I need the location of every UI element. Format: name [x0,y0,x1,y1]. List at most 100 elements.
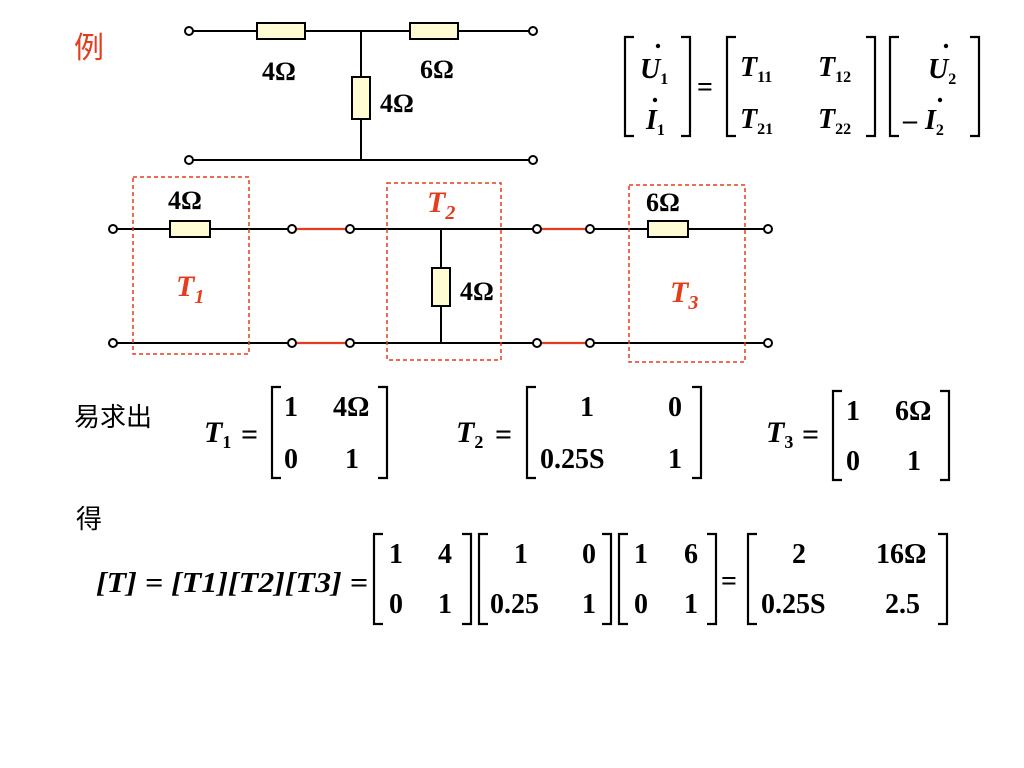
svg-text:U1: U1 [640,54,668,88]
m1-a: 1 [389,539,403,570]
m1-d: 1 [438,589,452,620]
terminal [528,155,538,165]
t2-a: 1 [580,392,594,423]
terminal [108,338,118,348]
def-i2: I [924,105,937,136]
t3-d: 1 [907,446,921,477]
label-r-shunt: 4Ω [380,89,414,118]
t3-name: T [766,416,786,449]
final-a: 2 [792,539,806,570]
svg-text:T2: T2 [456,416,483,452]
t3-c: 0 [846,446,860,477]
label-r-left: 4Ω [262,57,296,86]
matrix-t1: T1 = 1 4Ω 0 1 [204,385,389,480]
resistor-top-left [256,22,306,40]
t1-b: 4Ω [333,392,369,423]
label-t3-sub: 3 [687,292,698,314]
svg-text:I1: I1 [645,105,665,139]
t3-b: 6Ω [895,396,931,427]
def-u1-sub: 1 [660,71,668,88]
t2-sub: 2 [474,432,483,452]
final-d: 2.5 [885,589,920,620]
resistor-top-right [409,22,459,40]
box-t1 [132,176,250,355]
m1-c: 0 [389,589,403,620]
t3-a: 1 [846,396,860,427]
terminal [108,224,118,234]
def-i1-sub: 1 [657,122,665,139]
t1-eq: = [241,418,258,451]
terminal [532,224,542,234]
terminal [345,224,355,234]
def-t12-sub: 12 [835,69,851,86]
final-c: 0.25S [761,589,826,620]
dot-i2 [937,97,943,103]
resistor-t2-shunt [431,267,451,307]
result-brackets [372,532,949,626]
svg-text:–I2: –I2 [902,105,944,139]
m2-a: 1 [514,539,528,570]
def-t11: T [740,52,759,83]
t1-a: 1 [284,392,298,423]
svg-text:T3: T3 [766,416,793,452]
cascade-terminals [108,224,773,348]
def-t21: T [740,104,759,135]
top-terminals [184,26,538,165]
easy-find-label: 易求出 [74,403,152,433]
dot-u2 [943,43,949,49]
label-t1: T [176,270,196,303]
t2-c: 0.25S [540,444,605,475]
t2-b: 0 [668,392,682,423]
terminal [763,224,773,234]
terminal [763,338,773,348]
terminal [585,224,595,234]
example-label: 例 [74,31,104,66]
svg-text:T12: T12 [818,52,851,86]
dot-u1 [655,43,661,49]
label-t2: T [427,186,447,219]
terminal [532,338,542,348]
svg-text:T1: T1 [176,270,204,308]
svg-text:T3: T3 [670,276,698,314]
label-r-right: 6Ω [420,55,454,84]
terminal [585,338,595,348]
get-label: 得 [76,505,102,535]
resistor-t1 [169,220,211,238]
m3-a: 1 [634,539,648,570]
label-t2-res: 4Ω [460,277,494,306]
matrix-t2: T2 = 1 0 0.25S 1 [456,385,703,480]
resistor-top-shunt [351,76,371,120]
def-u2: U [928,54,950,85]
t3-eq: = [802,418,819,451]
t3-sub: 3 [784,432,793,452]
def-t22: T [818,104,837,135]
cascade-links [295,227,588,345]
result-lhs: [T] = [T1][T2][T3] = [96,568,368,599]
label-t2-sub: 2 [444,202,455,224]
t2-name: T [456,416,476,449]
terminal [528,26,538,36]
svg-text:U2: U2 [928,54,956,88]
svg-text:T1: T1 [204,416,231,452]
label-t1-res: 4Ω [168,186,202,215]
svg-text:T2: T2 [427,186,455,224]
box-t3 [628,184,746,363]
m2-c: 0.25 [490,589,539,620]
svg-text:T11: T11 [740,52,772,86]
t1-d: 1 [345,444,359,475]
def-t11-sub: 11 [757,69,772,86]
definition-equation: U1 I1 = T11 T12 T21 T22 U2 –I2 [623,35,981,139]
def-i1: I [645,105,658,136]
def-minus: – [902,105,918,136]
label-t3-res: 6Ω [646,188,680,217]
def-t21-sub: 21 [757,121,773,138]
svg-text:T21: T21 [740,104,773,138]
def-t12: T [818,52,837,83]
m2-d: 1 [582,589,596,620]
m3-c: 0 [634,589,648,620]
terminal [184,155,194,165]
label-t1-sub: 1 [194,286,204,308]
final-b: 16Ω [876,539,926,570]
resistor-t3 [647,220,689,238]
